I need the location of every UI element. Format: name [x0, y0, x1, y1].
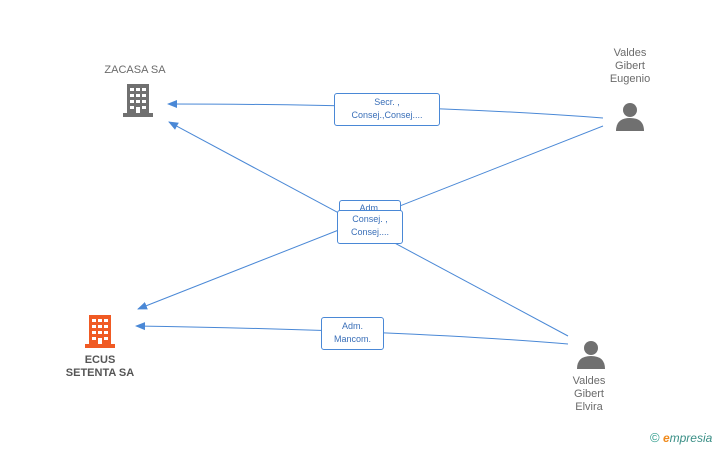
edge-label-consej-line1: Consej. ,: [352, 214, 388, 224]
node-label-zacasa[interactable]: ZACASA SA: [104, 64, 166, 76]
copyright-icon: ©: [650, 430, 660, 445]
person-icon[interactable]: [616, 103, 644, 131]
building-icon[interactable]: [123, 84, 153, 117]
edge-label-secr-line1: Secr. ,: [374, 97, 400, 107]
edge-label-adm-mancom-line2: Mancom.: [333, 334, 371, 344]
edge-label-adm-line1: Adm.: [359, 203, 381, 213]
building-icon[interactable]: [85, 315, 115, 348]
node-label-elvira-line1: Valdes: [572, 375, 606, 387]
node-label-ecus-line1: ECUS: [84, 354, 116, 366]
edge-label-adm-mancom-line1: Adm.: [341, 321, 363, 331]
node-label-eugenio-line1: Valdes: [613, 47, 647, 59]
node-label-ecus[interactable]: ECUS SETENTA SA: [55, 354, 145, 380]
edge-label-secr[interactable]: Secr. , Consej.,Consej....: [334, 93, 440, 126]
node-label-elvira[interactable]: Valdes Gibert Elvira: [554, 375, 624, 414]
brand-e: e: [662, 431, 670, 445]
node-label-elvira-line3: Elvira: [575, 401, 603, 413]
edge-label-secr-line2: Consej.,Consej....: [351, 110, 423, 120]
node-label-eugenio[interactable]: Valdes Gibert Eugenio: [595, 47, 665, 86]
node-label-elvira-line2: Gibert: [574, 388, 604, 400]
edge-label-consej[interactable]: Consej. , Consej....: [337, 210, 403, 244]
brand-name: mpresia: [669, 431, 713, 445]
brand-logo: © empresia: [650, 430, 712, 445]
node-label-ecus-line2: SETENTA SA: [65, 367, 135, 379]
edge-label-consej-line2: Consej....: [350, 227, 390, 237]
edge-label-adm-mancom[interactable]: Adm. Mancom.: [321, 317, 384, 350]
person-icon[interactable]: [577, 341, 605, 369]
node-label-eugenio-line2: Gibert: [615, 60, 645, 72]
node-label-eugenio-line3: Eugenio: [609, 73, 651, 85]
